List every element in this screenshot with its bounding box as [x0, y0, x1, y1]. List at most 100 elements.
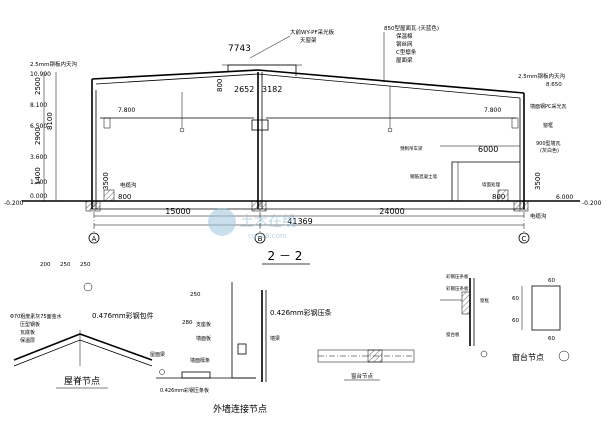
window-dim-4: 60	[548, 336, 555, 342]
dim-bottom-right: 800	[492, 193, 505, 201]
wall-joint-note-4: 0.426mm彩钢压条板	[160, 387, 209, 394]
axis-label-a: A	[92, 235, 97, 243]
ridge-offset-2: 3182	[262, 85, 282, 94]
window-dim-1: 60	[548, 278, 555, 284]
right-level-1: 8.650	[546, 82, 562, 88]
eave-note-1: Φ70粗度素灰75面金水	[10, 313, 62, 320]
level-5: 1.200	[30, 179, 47, 186]
dim-span-right: 24000	[379, 207, 404, 216]
wall-joint-purlin	[237, 343, 247, 355]
wall-joint-title: 外墙连接节点	[213, 403, 267, 415]
left-sub-dim-3: 2900	[34, 127, 42, 145]
axis-bubble-a	[88, 232, 100, 244]
wall-layer-1: 墙面钢PC采光瓦	[530, 103, 567, 110]
wall-joint-bolt	[159, 369, 165, 375]
eave-dim-3: 250	[80, 262, 91, 268]
foundation-right	[513, 200, 529, 212]
skylight-label: 大前WY-PF采光板	[290, 28, 335, 36]
eave-note-2: 0.476mm彩钢包件	[92, 311, 154, 320]
left-bracket	[103, 117, 111, 129]
right-bracket	[511, 117, 519, 129]
level-4: 3.600	[30, 154, 47, 161]
level-6: 0.000	[30, 193, 47, 200]
window-detail-title: 窗台节点	[512, 352, 544, 362]
window-dim-3: 60	[512, 318, 519, 324]
ridge-offset-1: 2652	[234, 85, 254, 94]
inner-label-2: 钢筋混凝土墙	[410, 173, 437, 180]
left-sub-dim-2: 8100	[46, 112, 54, 130]
left-ground-level: -0.200	[4, 200, 24, 207]
wall-joint-note-5: 支座板	[196, 321, 211, 328]
skylight-leader	[249, 35, 291, 59]
axis-label-c: C	[522, 235, 527, 243]
sill-hatch	[367, 349, 383, 363]
eave-callout-bubble	[83, 282, 93, 292]
level-3: 6.500	[30, 123, 47, 130]
wall-joint-dim-2: 280	[182, 320, 193, 326]
roof-layer-4: C型檩条	[396, 48, 417, 56]
wall-layer-4: (灰白色)	[540, 147, 559, 154]
ridge-dim: 7743	[228, 44, 251, 54]
wall-joint-note-2: 墙面板	[196, 335, 211, 342]
inner-label-3: 墙面处理	[482, 181, 500, 188]
dim-span-left: 15000	[165, 207, 190, 216]
foundation-left	[85, 200, 101, 212]
wall-layer-2: 窗框	[543, 122, 553, 129]
sill-label: 窗台节点	[351, 372, 374, 380]
wall-joint-note-3: 墙面檩条	[190, 357, 210, 364]
right-level-2: 6.000	[556, 194, 573, 201]
wall-joint-plate	[181, 371, 211, 379]
window-callout-bubble	[558, 350, 570, 362]
left-sub-dim-1: 2500	[34, 77, 42, 95]
inner-room	[451, 161, 520, 201]
eave-note-4: 瓦底板	[20, 329, 35, 336]
foundation-mid	[251, 200, 267, 212]
skylight-sub-label: 天窗架	[300, 36, 317, 44]
eave-note-6: 屋面梁	[150, 351, 165, 358]
roof-layer-2: 保温棉	[396, 32, 413, 40]
section-title: 2 － 2	[268, 249, 303, 263]
ridge-height: 800	[216, 79, 224, 92]
axis-bubble-c	[518, 232, 530, 244]
window-note-3: 窗框	[480, 297, 489, 304]
window-dim-2: 60	[512, 296, 519, 302]
trench-right	[497, 189, 509, 202]
beam-level-left: 7.800	[118, 107, 135, 114]
roof-beam	[95, 73, 521, 99]
window-note-2: 彩钢压条板	[446, 285, 469, 292]
lamp-1	[179, 127, 185, 133]
watermark: 土木在线 co188.com	[208, 208, 296, 240]
window-note-4: 窗台板	[446, 331, 460, 338]
wall-joint-note-1: 0.426mm彩钢压条	[270, 308, 332, 317]
eave-dim-1: 200	[40, 262, 51, 268]
beam-level-right: 7.800	[484, 107, 501, 114]
roof-layer-3: 钢丝网	[396, 40, 413, 48]
level-2: 8.100	[30, 102, 47, 109]
column-bracket	[251, 119, 269, 131]
eave-note-5: 保温层	[20, 337, 35, 344]
dim-total-span: 41369	[287, 217, 312, 226]
right-ground-level: -0.200	[582, 200, 602, 207]
left-wall-dim: 3500	[102, 172, 110, 190]
roof-layer-5: 屋面梁	[396, 56, 413, 64]
watermark-url: co188.com	[248, 232, 287, 240]
cable-trench-left: 电缆沟	[120, 181, 137, 189]
wall-layer-3: 900型墙瓦	[536, 140, 561, 147]
lamp-2	[387, 127, 393, 133]
trench-left	[103, 189, 115, 202]
window-frame-hatch	[461, 291, 471, 315]
window-elevation	[531, 285, 561, 331]
window-note-1: 彩钢压条板	[446, 273, 469, 280]
window-small-bubble	[480, 350, 488, 358]
eave-detail-title: 屋脊节点	[64, 375, 100, 387]
wall-joint-dim-1: 250	[190, 292, 201, 298]
wall-joint-note-6: 墙梁	[270, 335, 280, 342]
inner-label-1: 预制吊车梁	[400, 145, 423, 152]
left-gutter-label: 2.5mm钢板内天沟	[30, 60, 77, 68]
eave-dim-2: 250	[60, 262, 71, 268]
axis-label-b: B	[258, 235, 263, 243]
watermark-text: 土木在线	[240, 214, 296, 230]
roof-outline	[91, 69, 525, 94]
